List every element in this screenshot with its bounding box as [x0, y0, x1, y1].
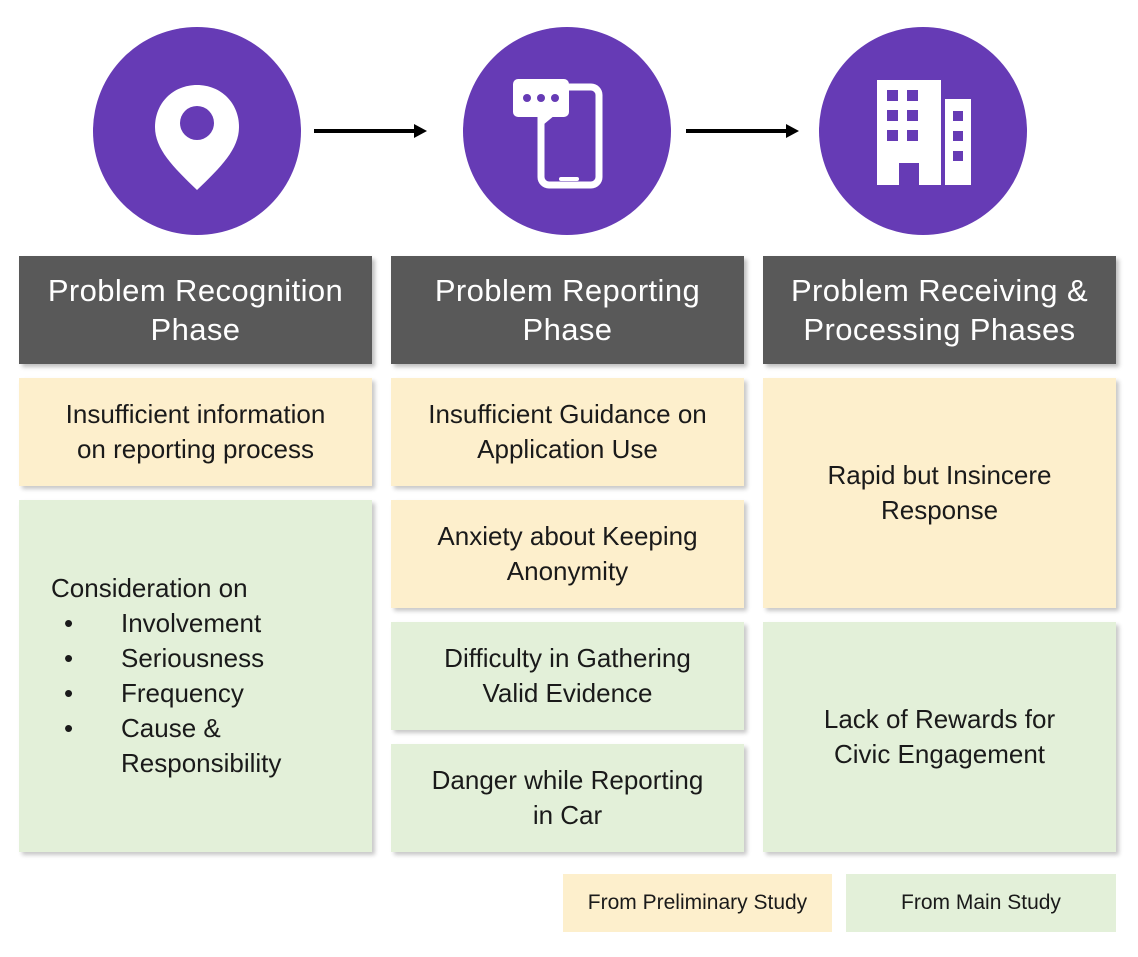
- legend-preliminary-study: From Preliminary Study: [563, 874, 832, 932]
- legend-main-study: From Main Study: [846, 874, 1116, 932]
- finding-text: Insufficient information on reporting pr…: [65, 399, 326, 464]
- legend-label: From Main Study: [901, 891, 1061, 914]
- finding-text: Anxiety about Keeping Anonymity: [437, 521, 698, 586]
- finding-text: Insufficient Guidance on Application Use: [428, 399, 707, 464]
- finding-danger-in-car: Danger while Reporting in Car: [391, 744, 744, 852]
- phase-header-processing: Problem Receiving & Processing Phases: [763, 256, 1116, 364]
- consideration-list: • Involvement • Seriousness • Frequency …: [51, 606, 281, 781]
- legend-label: From Preliminary Study: [587, 891, 808, 914]
- finding-insincere-response: Rapid but Insincere Response: [763, 378, 1116, 608]
- consideration-item: • Involvement: [51, 606, 281, 641]
- consideration-item: • Cause & Responsibility: [64, 713, 282, 778]
- phone-chat-icon: [513, 79, 603, 189]
- bullet-icon: •: [64, 678, 74, 708]
- map-pin-icon: [155, 85, 239, 190]
- consideration-heading: Consideration on: [51, 573, 248, 603]
- reporting-phase-circle: [463, 27, 671, 235]
- finding-text: Rapid but Insincere Response: [827, 460, 1052, 525]
- phase-title: Problem Receiving & Processing Phases: [790, 273, 1089, 347]
- phase-title: Problem Reporting Phase: [434, 273, 701, 347]
- processing-phase-circle: [819, 27, 1027, 235]
- finding-anonymity-anxiety: Anxiety about Keeping Anonymity: [391, 500, 744, 608]
- recognition-phase-circle: [93, 27, 301, 235]
- bullet-icon: •: [64, 713, 74, 743]
- finding-consideration: Consideration on • Involvement • Serious…: [19, 500, 372, 852]
- finding-insufficient-guidance: Insufficient Guidance on Application Use: [391, 378, 744, 486]
- finding-text: Lack of Rewards for Civic Engagement: [823, 704, 1056, 769]
- flow-arrow-2: [686, 121, 800, 141]
- phase-title: Problem Recognition Phase: [47, 273, 344, 347]
- bullet-icon: •: [64, 608, 74, 638]
- consideration-item: • Seriousness: [51, 641, 281, 676]
- building-icon: [877, 80, 971, 185]
- flow-arrow-1: [314, 121, 428, 141]
- finding-evidence-difficulty: Difficulty in Gathering Valid Evidence: [391, 622, 744, 730]
- finding-text: Difficulty in Gathering Valid Evidence: [444, 643, 691, 708]
- phase-header-reporting: Problem Reporting Phase: [391, 256, 744, 364]
- finding-lack-of-rewards: Lack of Rewards for Civic Engagement: [763, 622, 1116, 852]
- finding-insufficient-information: Insufficient information on reporting pr…: [19, 378, 372, 486]
- phase-header-recognition: Problem Recognition Phase: [19, 256, 372, 364]
- finding-text: Danger while Reporting in Car: [431, 765, 704, 830]
- consideration-item: • Frequency: [51, 676, 281, 711]
- bullet-icon: •: [64, 643, 74, 673]
